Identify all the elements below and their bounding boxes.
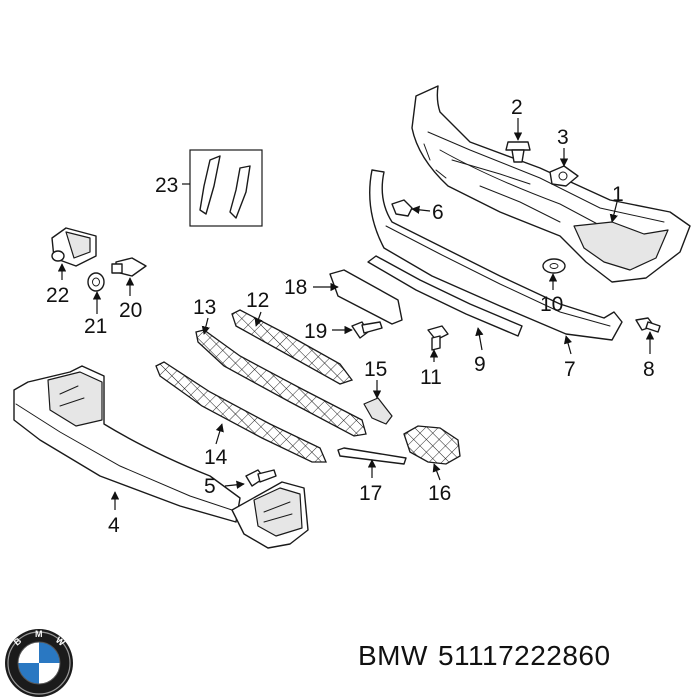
bmw-logo: B M W — [5, 629, 73, 697]
brand-name: BMW — [358, 640, 428, 671]
nut-part-3 — [549, 165, 579, 187]
callout-labels: 1 2 3 4 5 6 7 8 9 10 11 12 13 14 15 16 1… — [46, 96, 655, 537]
bumper-cover-part-1 — [411, 85, 691, 283]
callout-21: 21 — [84, 315, 107, 338]
clip-part-10 — [542, 258, 566, 274]
bracket-part-22 — [51, 227, 97, 267]
part-caption: BMW 51117222860 — [358, 640, 621, 672]
bracket-set-part-23 — [189, 149, 263, 227]
callout-17: 17 — [359, 482, 382, 505]
fog-grille-part-16 — [403, 425, 461, 465]
callout-4: 4 — [108, 514, 120, 537]
bolt-part-8 — [635, 317, 661, 333]
strip-part-17 — [337, 447, 407, 465]
reinforcement-beam-part-4 — [13, 365, 309, 549]
callout-8: 8 — [643, 358, 655, 381]
logo-letter-b: B — [12, 635, 24, 647]
callout-19: 19 — [304, 320, 327, 343]
callout-18: 18 — [284, 276, 307, 299]
trim-strip-part-9 — [367, 255, 523, 337]
callout-15: 15 — [364, 358, 387, 381]
sensor-part-20 — [111, 257, 147, 277]
callout-10: 10 — [540, 293, 563, 316]
callout-3: 3 — [557, 126, 569, 149]
plate-part-18 — [329, 269, 403, 325]
callout-13: 13 — [193, 296, 216, 319]
callout-14: 14 — [204, 446, 228, 469]
callout-1: 1 — [612, 183, 624, 206]
plug-part-6 — [391, 199, 413, 217]
clip-part-2 — [505, 141, 531, 163]
part-number: 51117222860 — [437, 640, 611, 671]
bolt-part-11 — [427, 325, 449, 351]
grille-part-14 — [155, 361, 327, 463]
callout-6: 6 — [432, 201, 444, 224]
spoiler-part-7 — [369, 169, 623, 341]
callout-23: 23 — [155, 174, 178, 197]
callout-12: 12 — [246, 289, 269, 312]
grille-part-13 — [195, 329, 367, 437]
callout-20: 20 — [119, 299, 142, 322]
callout-11: 11 — [420, 366, 442, 389]
bolt-part-5 — [245, 469, 277, 487]
bracket-part-15 — [363, 397, 393, 425]
logo-letter-m: M — [35, 629, 43, 639]
callout-2: 2 — [511, 96, 523, 119]
callout-16: 16 — [428, 482, 451, 505]
leader-lines — [57, 118, 655, 510]
callout-5: 5 — [204, 475, 216, 498]
callout-7: 7 — [564, 358, 576, 381]
callout-22: 22 — [46, 284, 69, 307]
screw-part-19 — [351, 321, 383, 339]
callout-9: 9 — [474, 353, 486, 376]
ring-part-21 — [87, 272, 105, 292]
